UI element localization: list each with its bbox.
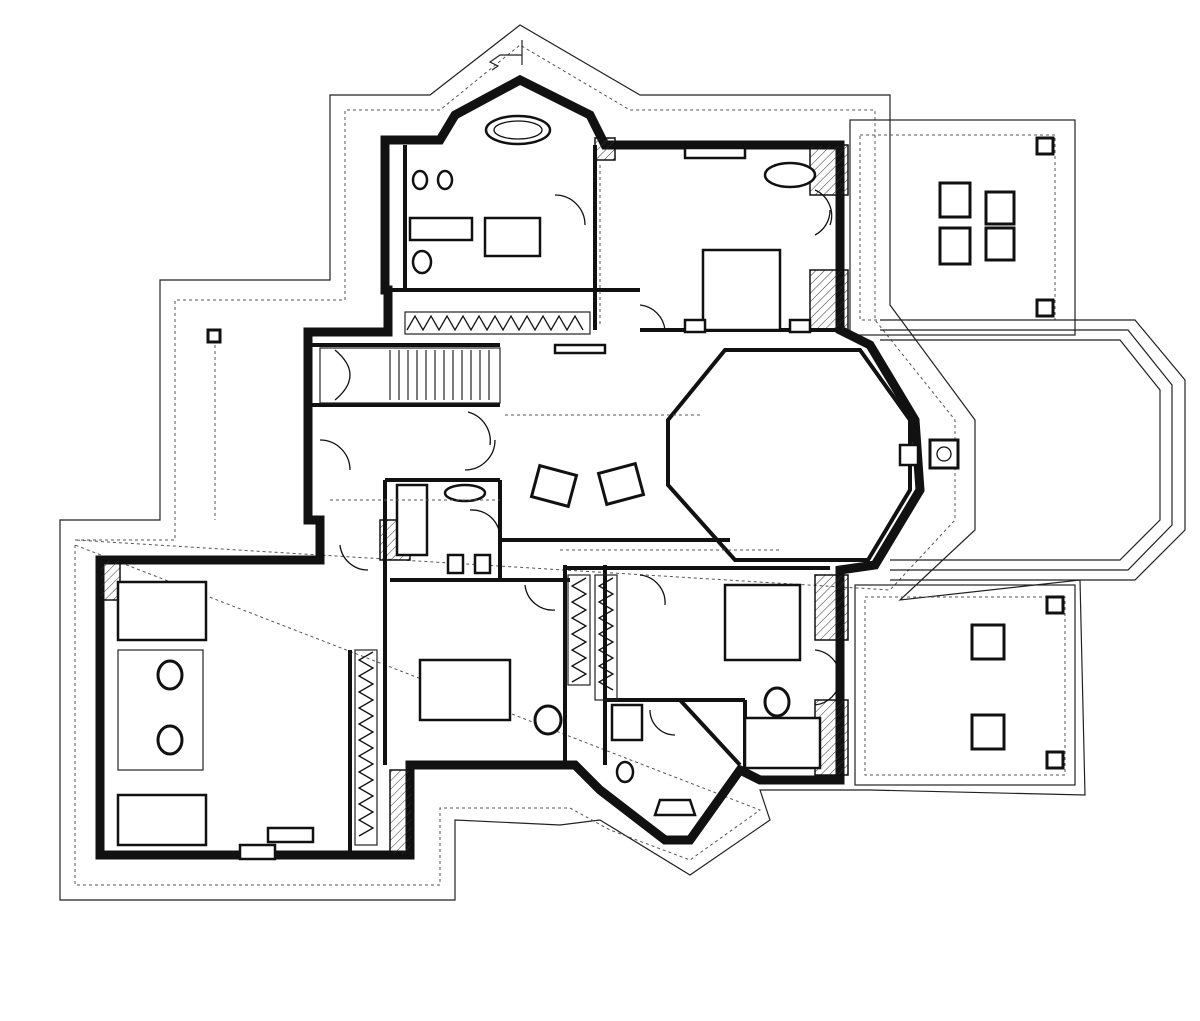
bed-icon (701, 248, 782, 332)
bathtub-icon (395, 483, 429, 557)
toilet-icon (411, 169, 429, 191)
toilet-icon (411, 249, 433, 275)
wardrobes (354, 311, 618, 846)
armchair-icon (596, 461, 646, 507)
bathtub-icon (484, 114, 552, 146)
upper-terrace (849, 119, 1076, 336)
toilet-icon (615, 760, 635, 784)
chair-icon (763, 686, 791, 718)
hanger-rail (597, 577, 615, 691)
column-post (1045, 595, 1065, 615)
shower-icon (483, 216, 542, 258)
armchair-icon (984, 190, 1016, 226)
sink-icon (443, 483, 487, 503)
armchair-icon (984, 226, 1016, 262)
chair-icon (533, 704, 563, 736)
dimension-lines (206, 165, 780, 551)
chair-icon (156, 724, 184, 756)
staircase (319, 347, 501, 404)
shower-icon (610, 703, 644, 742)
lower-terrace (854, 584, 1076, 786)
balcony-outline (880, 319, 1186, 581)
bed-icon (418, 658, 512, 722)
chair-icon (156, 659, 184, 691)
double-sink-icon (408, 216, 474, 242)
toilet-icon (473, 553, 492, 575)
column-post (1035, 136, 1055, 156)
toilet-icon (436, 169, 454, 191)
column-post (1045, 750, 1065, 770)
roof-outline (59, 24, 1086, 901)
bathtub-icon (763, 161, 817, 189)
armchair-icon (938, 181, 972, 219)
hanger-rail (570, 577, 588, 683)
armchair-icon (970, 623, 1006, 661)
bath-niche-icon (653, 798, 697, 817)
chairs (156, 461, 791, 756)
doors (319, 189, 841, 736)
column-post (1035, 298, 1055, 318)
chimney-icon (928, 438, 960, 470)
toilet-icon (446, 553, 465, 575)
hanger-rail (357, 651, 375, 837)
bed-icon (723, 583, 802, 662)
windows (238, 146, 812, 861)
beds (116, 248, 822, 847)
armchair-icon (529, 463, 579, 509)
hanger-rail (406, 314, 584, 332)
bed-icon (116, 793, 208, 847)
fireplace-icon (898, 443, 920, 467)
desk-icon (743, 716, 822, 770)
bed-icon (116, 580, 208, 642)
fixtures (395, 114, 817, 817)
octagon-room (666, 348, 960, 562)
armchair-icon (938, 226, 972, 266)
armchair-icon (970, 713, 1006, 751)
north-arrow-icon (488, 40, 523, 71)
exterior-walls (95, 74, 925, 860)
